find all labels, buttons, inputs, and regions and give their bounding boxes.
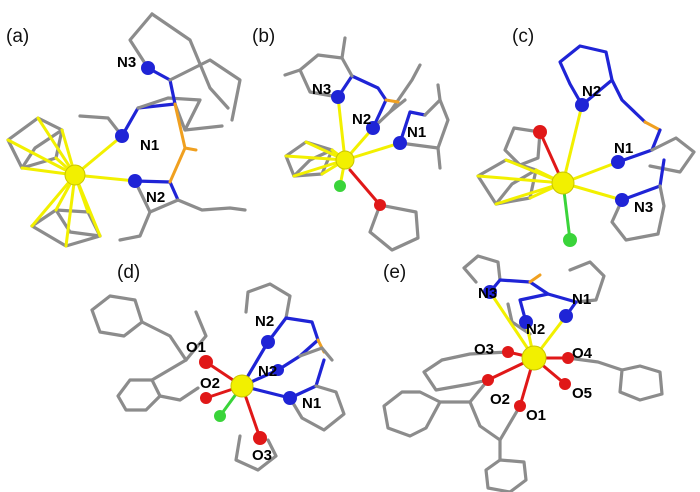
atom-label: N2 xyxy=(255,313,274,330)
oxygen-atom xyxy=(200,392,212,404)
nitrogen-atom xyxy=(272,364,284,376)
nitrogen-atom xyxy=(611,155,625,169)
nitrogen-atom xyxy=(559,309,573,323)
metal-bonds-c xyxy=(476,103,624,242)
oxygen-atom xyxy=(199,355,213,369)
oxygen-atom xyxy=(502,346,514,358)
chlorine-atom xyxy=(214,410,226,422)
thf-ring-c xyxy=(503,126,542,167)
pyrazole-ligands-d xyxy=(244,282,346,432)
nitrogen-atom xyxy=(128,174,142,188)
pyrazole-ligands-c xyxy=(558,44,696,242)
atom-label: N3 xyxy=(312,81,331,98)
panel-c: (c) xyxy=(476,26,696,247)
atom-label: O3 xyxy=(252,447,272,464)
cp-ring-c xyxy=(476,158,538,206)
panel-a: (a) xyxy=(6,12,247,248)
cp-ring-b xyxy=(284,140,334,178)
atom-label: N1 xyxy=(140,137,159,154)
atom-label: O2 xyxy=(200,375,220,392)
panel-letter-c: (c) xyxy=(512,26,534,47)
metal-atom xyxy=(335,150,355,170)
nitrogen-atom xyxy=(366,121,380,135)
atom-label: N1 xyxy=(614,140,633,157)
pyrazole-ligands-a xyxy=(78,12,247,242)
nitrogen-atom xyxy=(519,315,533,329)
atom-label: O3 xyxy=(474,341,494,358)
oxygen-atom xyxy=(559,378,571,390)
oxygen-atom xyxy=(482,374,494,386)
panel-d: (d) xyxy=(90,262,346,472)
atom-label: N1 xyxy=(302,395,321,412)
atom-label: N1 xyxy=(407,124,426,141)
chlorine-atom xyxy=(563,233,577,247)
atom-label: N3 xyxy=(117,54,136,71)
atom-label: N2 xyxy=(582,83,601,100)
oxygen-atom xyxy=(374,199,386,211)
metal-atom xyxy=(230,374,254,398)
oxygen-atom xyxy=(533,125,547,139)
panel-b: (b) xyxy=(252,26,450,252)
nitrogen-atom xyxy=(575,98,589,112)
nitrogen-atom xyxy=(483,285,497,299)
atom-label: O1 xyxy=(526,407,546,424)
atom-label: N1 xyxy=(572,291,591,308)
oxygen-atom xyxy=(514,400,526,412)
nitrogen-atom xyxy=(615,193,629,207)
nitrogen-atom xyxy=(393,136,407,150)
oxygen-atom xyxy=(253,431,267,445)
atom-label: N2 xyxy=(258,363,277,380)
phenyl-rings-e xyxy=(382,350,664,492)
phenyl-rings-d xyxy=(90,294,278,472)
pyrazole-ligands-b xyxy=(283,36,450,252)
metal-atom xyxy=(551,171,575,195)
atom-label: O2 xyxy=(490,391,510,408)
metal-atom xyxy=(64,164,86,186)
atom-label: N3 xyxy=(478,285,497,302)
atom-label: N3 xyxy=(634,199,653,216)
chlorine-atom xyxy=(334,180,346,192)
nitrogen-atom xyxy=(261,335,275,349)
atom-label: O4 xyxy=(572,345,593,362)
atom-label: N2 xyxy=(526,321,545,338)
oxygen-atom xyxy=(562,352,574,364)
nitrogen-atom xyxy=(115,129,129,143)
metal-atom xyxy=(521,345,547,371)
panel-letter-a: (a) xyxy=(6,26,29,47)
atom-label: N2 xyxy=(146,189,165,206)
atom-label: O1 xyxy=(186,339,206,356)
atom-label: N2 xyxy=(352,111,371,128)
panel-letter-d: (d) xyxy=(117,262,140,283)
nitrogen-atom xyxy=(283,391,297,405)
cp-ring-upper xyxy=(6,116,64,170)
atom-label: O5 xyxy=(572,385,592,402)
pyrazole-ligands-e xyxy=(462,254,606,336)
nitrogen-atom xyxy=(331,90,345,104)
panel-letter-b: (b) xyxy=(252,26,275,47)
panel-letter-e: (e) xyxy=(383,262,406,283)
nitrogen-atom xyxy=(141,61,155,75)
panel-e: (e) xyxy=(382,254,664,492)
